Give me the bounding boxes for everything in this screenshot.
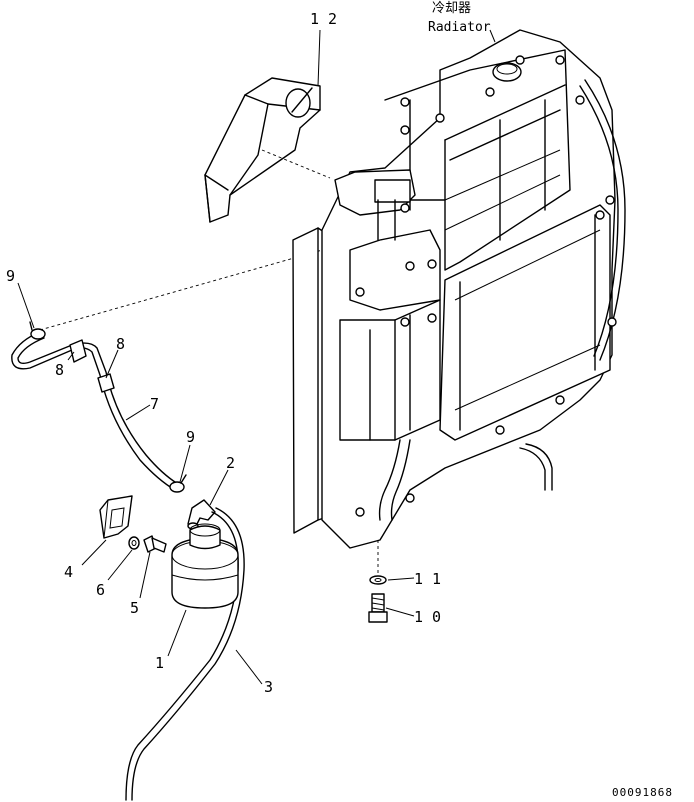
- callout-9a: 9: [6, 267, 15, 285]
- radiator-assembly: [292, 29, 626, 549]
- callout-9b: 9: [186, 428, 195, 446]
- part-10-bolt: [368, 593, 388, 623]
- callout-10: 1 0: [414, 608, 441, 626]
- part-4-bracket: [99, 495, 133, 539]
- callout-8b: 8: [116, 335, 125, 353]
- callout-11: 1 1: [414, 570, 441, 588]
- callout-7: 7: [150, 395, 159, 413]
- leader-lines: [17, 29, 496, 685]
- part-11-washer: [369, 575, 387, 585]
- callout-1: 1: [155, 654, 164, 672]
- callout-2: 2: [226, 454, 235, 472]
- callout-8a: 8: [55, 361, 64, 379]
- title-english: Radiator: [428, 20, 491, 35]
- callout-5: 5: [130, 599, 139, 617]
- part-8-sleeve-upper: [69, 339, 87, 363]
- bolt-heads: [355, 55, 617, 517]
- callout-12: 1 2: [310, 10, 337, 28]
- part-5-bolt: [143, 535, 167, 553]
- part-9-clip-upper: [29, 321, 46, 340]
- part-6-washer: [128, 536, 140, 550]
- callout-4: 4: [64, 563, 73, 581]
- callout-3: 3: [264, 678, 273, 696]
- part-7-hose: [11, 331, 179, 491]
- part-8-sleeve-lower: [97, 373, 115, 393]
- title-japanese: 冷却器: [432, 1, 471, 16]
- drawing-code: 00091868: [612, 786, 673, 799]
- part-9-clip-lower: [169, 474, 187, 493]
- callout-6: 6: [96, 581, 105, 599]
- part-1-reservoir-tank: [171, 523, 239, 609]
